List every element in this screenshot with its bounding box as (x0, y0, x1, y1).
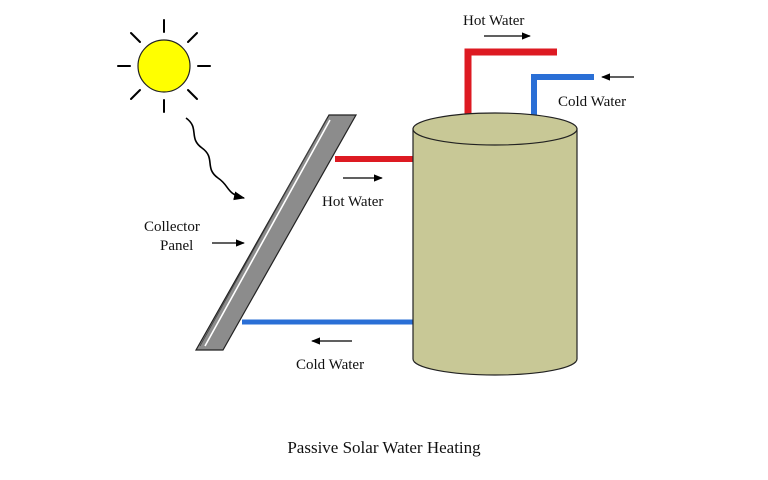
cold-water-bottom-label: Cold Water (296, 357, 364, 373)
storage-tank (412, 112, 578, 376)
collector-label-line1: Collector (144, 219, 200, 235)
sun-rays (117, 19, 211, 113)
hot-water-mid-label: Hot Water (322, 194, 383, 210)
collector-label-line2: Panel (160, 238, 193, 254)
collector-panel (194, 114, 358, 351)
sun-disc (137, 39, 191, 93)
cold-pipe-inlet (531, 74, 594, 128)
cold-water-top-label: Cold Water (558, 94, 626, 110)
hot-water-top-label: Hot Water (463, 13, 524, 29)
diagram-caption: Passive Solar Water Heating (287, 438, 481, 457)
sun-icon (117, 19, 211, 113)
wavy-ray-icon (185, 117, 246, 201)
hot-pipe-outlet (464, 48, 557, 128)
